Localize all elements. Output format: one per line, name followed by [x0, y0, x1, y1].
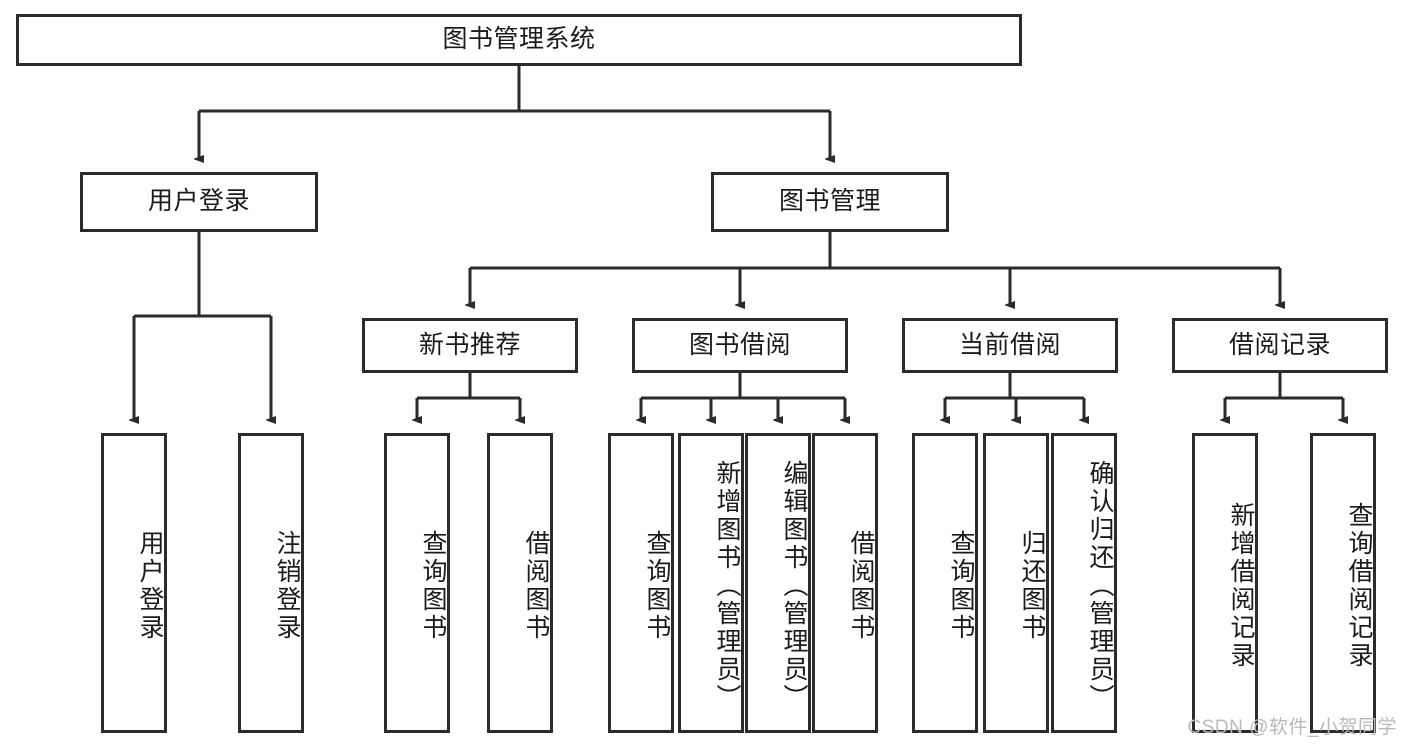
- node-label: 归还图书: [1018, 530, 1046, 642]
- node-book-borrow[interactable]: 图书借阅: [632, 318, 848, 373]
- edge-bus-current-borrow: [945, 373, 1084, 400]
- node-leaf-query-record[interactable]: 查询借阅记录: [1310, 433, 1376, 733]
- edge-bus-new-book-rec: [417, 373, 520, 400]
- node-label: 新书推荐: [418, 330, 521, 359]
- node-label: 用户登录: [136, 530, 164, 642]
- node-label: 注销登录: [273, 530, 301, 642]
- node-label: 图书管理系统: [442, 25, 596, 54]
- node-new-book-rec[interactable]: 新书推荐: [362, 318, 578, 373]
- node-label: 用户登录: [147, 187, 250, 216]
- node-leaf-add-book[interactable]: 新增图书（管理员）: [678, 433, 744, 733]
- edge-bus-root: [199, 66, 830, 113]
- node-user-login[interactable]: 用户登录: [80, 172, 318, 232]
- node-current-borrow[interactable]: 当前借阅: [902, 318, 1118, 373]
- node-root[interactable]: 图书管理系统: [16, 14, 1022, 66]
- edge-bus-user-login: [134, 232, 271, 318]
- node-label: 新增借阅记录: [1227, 502, 1255, 670]
- edge-bus-book-manage: [470, 232, 1280, 270]
- node-leaf-borrow-book-rec[interactable]: 借阅图书: [487, 433, 553, 733]
- node-leaf-query-book-cur[interactable]: 查询图书: [912, 433, 978, 733]
- edge-bus-borrow-record: [1225, 373, 1343, 400]
- node-leaf-query-book-rec[interactable]: 查询图书: [384, 433, 450, 733]
- node-leaf-edit-book[interactable]: 编辑图书（管理员）: [745, 433, 811, 733]
- node-label: 查询图书: [643, 530, 671, 642]
- node-label: 借阅图书: [522, 530, 550, 642]
- node-label: 新增图书（管理员）: [713, 460, 741, 712]
- node-leaf-return-book[interactable]: 归还图书: [983, 433, 1049, 733]
- node-leaf-add-record[interactable]: 新增借阅记录: [1192, 433, 1258, 733]
- node-label: 编辑图书（管理员）: [780, 460, 808, 712]
- node-leaf-confirm-return[interactable]: 确认归还（管理员）: [1051, 433, 1117, 733]
- node-label: 当前借阅: [958, 330, 1061, 359]
- node-label: 查询图书: [419, 530, 447, 642]
- node-label: 查询图书: [947, 530, 975, 642]
- node-label: 借阅图书: [847, 530, 875, 642]
- node-leaf-borrow-book[interactable]: 借阅图书: [812, 433, 878, 733]
- watermark-text: CSDN @软件_小贺同学: [1187, 717, 1397, 738]
- node-borrow-record[interactable]: 借阅记录: [1172, 318, 1388, 373]
- node-leaf-user-login[interactable]: 用户登录: [101, 433, 167, 733]
- node-label: 图书管理: [778, 187, 881, 216]
- node-label: 图书借阅: [688, 330, 791, 359]
- edge-bus-book-borrow: [641, 373, 845, 400]
- node-leaf-query-book[interactable]: 查询图书: [608, 433, 674, 733]
- node-book-manage[interactable]: 图书管理: [711, 172, 949, 232]
- node-label: 确认归还（管理员）: [1086, 460, 1114, 712]
- node-label: 借阅记录: [1228, 330, 1331, 359]
- node-label: 查询借阅记录: [1345, 502, 1373, 670]
- node-leaf-user-logout[interactable]: 注销登录: [238, 433, 304, 733]
